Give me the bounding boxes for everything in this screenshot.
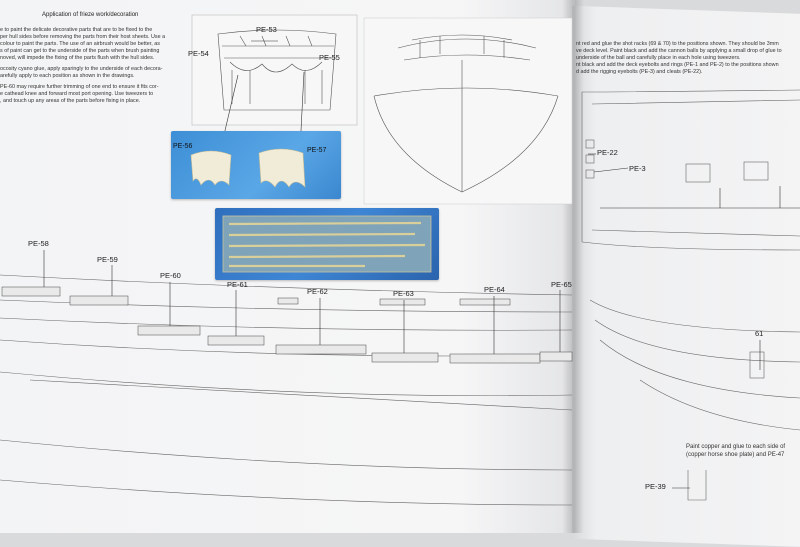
text-line: underside of the ball and carefully plac… — [576, 55, 741, 61]
stern-detail-drawing — [217, 29, 337, 111]
text-line: e cathead knee and forward most port ope… — [0, 91, 154, 97]
label-pe-64: PE-64 — [484, 285, 505, 294]
curtain-parts-figure — [190, 148, 306, 188]
bow-view-panel — [363, 17, 573, 205]
label-pe-58: PE-58 — [28, 239, 49, 248]
label-pe-62: PE-62 — [307, 287, 328, 296]
stern-detail-panel — [191, 14, 358, 126]
frieze-sheet-figure — [222, 215, 432, 273]
curtain-parts-photo: PE-56 PE-57 — [171, 131, 341, 199]
label-pe-59: PE-59 — [97, 255, 118, 264]
label-pe-55: PE-55 — [319, 53, 340, 62]
label-pe-56: PE-56 — [173, 143, 193, 150]
side-leader-lines — [672, 340, 761, 489]
label-61: 61 — [755, 329, 764, 338]
label-pe-63: PE-63 — [393, 289, 414, 298]
frieze-strips — [1, 286, 573, 364]
text-line: PE-60 may require further trimming of on… — [0, 84, 159, 90]
label-pe-22: PE-22 — [597, 148, 618, 157]
deck-plan-drawing — [581, 89, 800, 251]
label-pe-61: PE-61 — [227, 280, 248, 289]
text-line: per hull sides before removing the parts… — [0, 34, 166, 40]
text-line: nt red and glue the shot racks (69 & 70)… — [576, 41, 779, 47]
label-pe-39: PE-39 — [645, 482, 666, 491]
label-pe-54: PE-54 — [188, 49, 209, 58]
text-line: , and touch up any areas of the parts be… — [0, 98, 141, 104]
right-page-drawings — [581, 89, 800, 501]
text-line: nt black and add the deck eyebolts and r… — [576, 62, 779, 68]
text-line: d add the rigging eyebolts (PE-3) and cl… — [576, 69, 703, 75]
text-line: noved, will impede the fixing of the par… — [0, 55, 155, 61]
label-pe-57: PE-57 — [307, 147, 327, 154]
frieze-sheet-photo — [215, 208, 439, 280]
text-line: e to paint the delicate decorative parts… — [0, 27, 153, 33]
text-line: colour to paint the parts. The use of an… — [0, 41, 160, 47]
text-line: s of paint can get to the underside of t… — [0, 48, 160, 54]
label-pe-53: PE-53 — [256, 25, 277, 34]
label-pe-3: PE-3 — [629, 164, 646, 173]
section-heading: Application of frieze work/decoration — [42, 12, 139, 18]
bow-view-drawing — [373, 34, 559, 193]
label-pe-65: PE-65 — [551, 280, 572, 289]
note-line: Paint copper and glue to each side of — [686, 444, 786, 450]
text-line: ocosity cyano glue, apply sparingly to t… — [0, 66, 163, 72]
side-profile-drawing — [589, 299, 800, 501]
note-line: (copper horse shoe plate) and PE-47 — [686, 452, 785, 458]
left-page-drawings — [0, 14, 573, 506]
text-line: ve deck level. Paint black and add the c… — [576, 48, 782, 54]
label-pe-60: PE-60 — [160, 271, 181, 280]
deck-leader-lines — [588, 153, 800, 209]
text-line: arefully apply to each position as shown… — [0, 73, 135, 79]
